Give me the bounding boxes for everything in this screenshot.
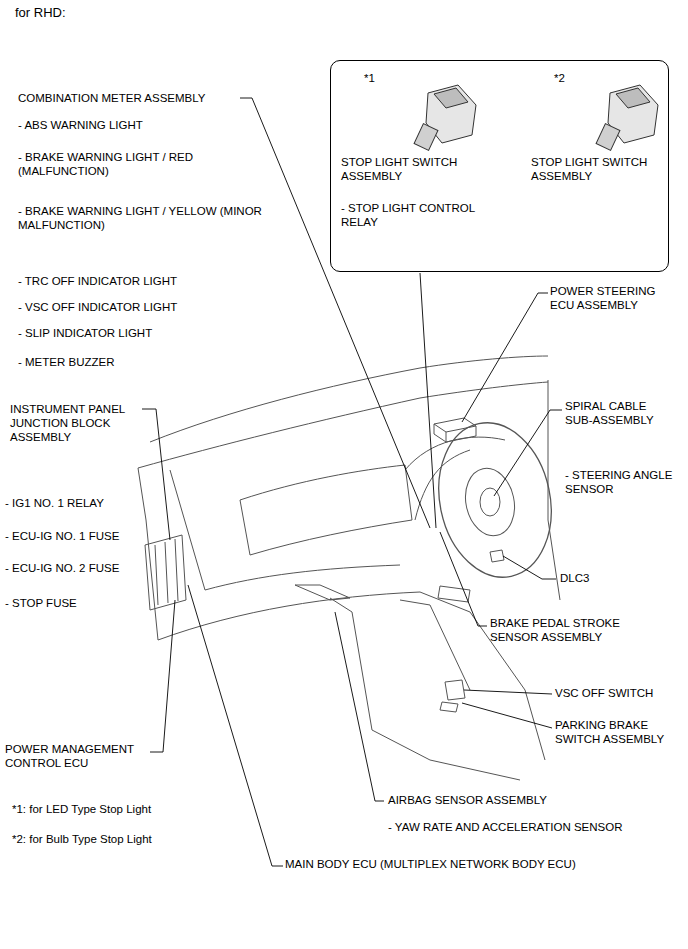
- dashboard-outline: [400, 600, 470, 690]
- dashboard-outline: [170, 470, 205, 590]
- stop-light-switch-icon: [414, 85, 476, 150]
- part-label: SPIRAL CABLE SUB-ASSEMBLY: [565, 399, 677, 427]
- leader-line: [462, 703, 552, 728]
- dashboard-outline: [240, 465, 412, 555]
- switch-plunger: [414, 124, 438, 151]
- leader-line: [440, 532, 487, 626]
- part-label: INSTRUMENT PANEL JUNCTION BLOCK ASSEMBLY: [10, 402, 145, 444]
- dashboard-outline: [445, 680, 465, 700]
- leader-line: [150, 600, 175, 752]
- part-label: - BRAKE WARNING LIGHT / YELLOW (MINOR MA…: [18, 204, 263, 232]
- switch-connector: [434, 88, 468, 108]
- part-label: PARKING BRAKE SWITCH ASSEMBLY: [555, 718, 683, 746]
- part-label: STOP LIGHT SWITCH ASSEMBLY: [531, 155, 663, 183]
- callout-number: *2: [554, 71, 565, 85]
- dashboard-drawing: [138, 356, 565, 780]
- part-label: POWER MANAGEMENT CONTROL ECU: [5, 742, 150, 770]
- leader-line: [142, 409, 170, 540]
- part-label: - SLIP INDICATOR LIGHT: [18, 326, 152, 340]
- part-label: - ECU-IG NO. 1 FUSE: [5, 529, 119, 543]
- dashboard-outline: [138, 382, 548, 468]
- part-label: COMBINATION METER ASSEMBLY: [18, 91, 205, 105]
- dashboard-outline: [150, 356, 548, 442]
- dashboard-outline: [155, 539, 178, 605]
- dashboard-outline: [446, 426, 476, 442]
- part-label: MAIN BODY ECU (MULTIPLEX NETWORK BODY EC…: [285, 857, 576, 871]
- part-label: - STEERING ANGLE SENSOR: [565, 468, 673, 496]
- footnote: *1: for LED Type Stop Light: [12, 802, 151, 816]
- dashboard-outline: [405, 437, 505, 470]
- leader-line: [464, 690, 552, 694]
- leader-line: [188, 585, 283, 866]
- leader-line: [420, 273, 436, 528]
- part-label: - METER BUZZER: [18, 355, 114, 369]
- stop-light-switch-icon: [596, 85, 658, 150]
- dashboard-outline: [434, 418, 476, 432]
- part-label: - VSC OFF INDICATOR LIGHT: [18, 300, 177, 314]
- part-label: VSC OFF SWITCH: [555, 686, 653, 700]
- part-label: POWER STEERING ECU ASSEMBLY: [550, 284, 678, 312]
- part-label: BRAKE PEDAL STROKE SENSOR ASSEMBLY: [490, 616, 640, 644]
- switch-connector: [616, 88, 650, 108]
- part-label: - STOP FUSE: [5, 596, 77, 610]
- steering-hub: [459, 464, 520, 540]
- part-label: STOP LIGHT SWITCH ASSEMBLY: [341, 155, 501, 183]
- leader-line: [494, 410, 562, 496]
- callout-number: *1: [364, 71, 375, 85]
- part-label: - ECU-IG NO. 2 FUSE: [5, 561, 119, 575]
- part-label: - STOP LIGHT CONTROL RELAY: [341, 201, 501, 229]
- dashboard-outline: [490, 550, 504, 562]
- part-label: - YAW RATE AND ACCELERATION SENSOR: [388, 820, 623, 834]
- part-label: - IG1 NO. 1 RELAY: [5, 496, 104, 510]
- part-label: - BRAKE WARNING LIGHT / RED (MALFUNCTION…: [18, 150, 263, 178]
- dashboard-outline: [295, 585, 350, 600]
- dashboard-outline: [205, 565, 400, 590]
- dashboard-outline: [145, 535, 186, 610]
- part-label: AIRBAG SENSOR ASSEMBLY: [388, 793, 547, 807]
- dashboard-outline: [372, 730, 520, 780]
- leader-line: [462, 293, 548, 422]
- part-label: - ABS WARNING LIGHT: [18, 118, 143, 132]
- footnote: *2: for Bulb Type Stop Light: [12, 832, 152, 846]
- inset-box: *1STOP LIGHT SWITCH ASSEMBLY - STOP LIGHT…: [330, 60, 669, 272]
- diagram-title: for RHD:: [15, 6, 66, 20]
- dashboard-outline: [548, 380, 560, 600]
- dashboard-outline: [434, 424, 446, 442]
- part-label: - TRC OFF INDICATOR LIGHT: [18, 274, 177, 288]
- switch-plunger: [596, 124, 620, 151]
- steering-wheel: [425, 412, 565, 587]
- leader-line: [503, 556, 556, 579]
- part-label: DLC3: [560, 571, 589, 585]
- dashboard-outline: [440, 702, 458, 712]
- leader-line: [335, 612, 384, 801]
